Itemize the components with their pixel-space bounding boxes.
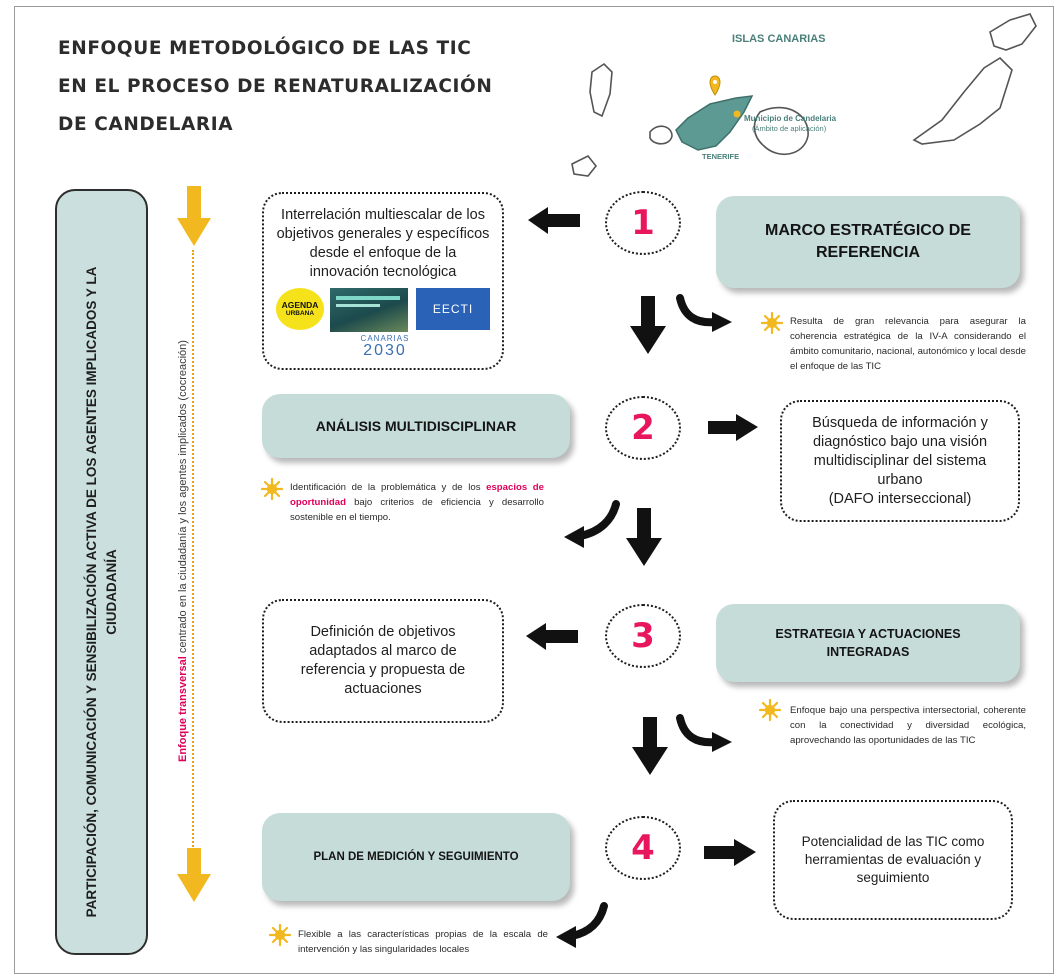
- step-3-circle: 3: [605, 604, 681, 668]
- analisis-multidisciplinar-box: ANÁLISIS MULTIDISCIPLINAR: [262, 394, 570, 458]
- sun-icon-1: [760, 311, 784, 335]
- step-2-circle: 2: [605, 396, 681, 460]
- curved-arrow-4-head: [556, 926, 576, 948]
- island-lanzarote: [989, 13, 1037, 51]
- curved-arrow-1-head: [712, 312, 732, 332]
- sun-icon-4: [268, 923, 292, 947]
- note-analisis-a: Identificación de la problemática y de l…: [290, 482, 487, 493]
- estrategia-actuaciones-box: ESTRATEGIA Y ACTUACIONES INTEGRADAS: [716, 604, 1020, 682]
- title-line-1: ENFOQUE METODOLÓGICO DE LAS TIC: [58, 38, 472, 59]
- note-analisis: Identificación de la problemática y de l…: [290, 480, 544, 525]
- curved-arrow-1-icon: [676, 294, 720, 327]
- curved-arrow-2-head: [564, 526, 584, 548]
- map-island-label: TENERIFE: [702, 152, 740, 161]
- canarias-2030-logo: 2030: [363, 342, 407, 359]
- canarias-landscape-logo: [330, 288, 408, 332]
- participation-panel: [55, 189, 148, 955]
- island-la-palma: [589, 62, 613, 118]
- island-gran-canaria: [753, 106, 809, 155]
- arrow-right-step4-icon: [704, 839, 756, 866]
- island-fuerteventura: [912, 56, 1013, 145]
- busqueda-box: Búsqueda de información y diagnóstico ba…: [780, 400, 1020, 522]
- map-scope-label: (Ámbito de aplicación): [752, 124, 827, 133]
- interrelacion-box: Interrelación multiescalar de los objeti…: [262, 192, 504, 370]
- marco-estrategico-box: MARCO ESTRATÉGICO DE REFERENCIA: [716, 196, 1020, 288]
- potencialidad-box: Potencialidad de las TIC como herramient…: [773, 800, 1013, 920]
- curved-arrow-3-icon: [676, 714, 720, 747]
- arrow-down-2-icon: [626, 508, 662, 566]
- plan-medicion-box: PLAN DE MEDICIÓN Y SEGUIMIENTO: [262, 813, 570, 901]
- eecti-logo-text: EECTI: [432, 302, 474, 316]
- eecti-logo: EECTI: [416, 288, 490, 330]
- yellow-arrow-down-top-icon: [177, 186, 211, 246]
- map-region-label: ISLAS CANARIAS: [732, 33, 826, 45]
- curved-arrow-4-icon: [568, 902, 608, 940]
- map-municipality-label: Municipio de Candelaria: [744, 114, 837, 123]
- note-analisis-b: bajo criterios de eficiencia y desarroll…: [290, 497, 544, 523]
- island-tenerife: [675, 95, 754, 151]
- title-line-2: EN EL PROCESO DE RENATURALIZACIÓN: [58, 76, 493, 97]
- sun-icon-3: [758, 698, 782, 722]
- title-line-3: DE CANDELARIA: [58, 114, 234, 135]
- agenda-logo-word-1: AGENDA: [281, 299, 319, 310]
- definicion-box: Definición de objetivos adaptados al mar…: [262, 599, 504, 723]
- candelaria-marker: [733, 110, 741, 118]
- curved-arrow-3-head: [712, 732, 732, 752]
- agenda-urbana-logo: AGENDA URBANA: [276, 288, 324, 330]
- arrow-right-step2-icon: [708, 414, 758, 441]
- step-1-circle: 1: [605, 191, 681, 255]
- transversal-dotted-line: [192, 250, 194, 850]
- island-la-gomera: [649, 125, 673, 145]
- arrow-left-step1-icon: [528, 207, 580, 234]
- note-estrategia: Enfoque bajo una perspectiva intersector…: [790, 705, 1026, 746]
- curved-arrow-2-icon: [576, 500, 620, 540]
- arrow-down-1-icon: [630, 296, 666, 354]
- location-pin-icon: [709, 75, 721, 96]
- agenda-logo-word-2: URBANA: [285, 309, 315, 317]
- sun-icon-2: [260, 477, 284, 501]
- canarias-logo-word: CANARIAS: [360, 334, 410, 343]
- note-plan: Flexible a las características propias d…: [298, 929, 548, 955]
- yellow-arrow-down-bottom-icon: [177, 848, 211, 902]
- landscape-band: [336, 296, 400, 300]
- step-4-circle: 4: [605, 816, 681, 880]
- arrow-left-step3-icon: [526, 623, 578, 650]
- note-analisis-highlight: espacios de oportunidad: [290, 482, 545, 508]
- busqueda-dafo-text: (DAFO interseccional): [828, 490, 972, 507]
- landscape-band-2: [336, 304, 380, 307]
- island-el-hierro: [571, 154, 598, 177]
- note-marco: Resulta de gran relevancia para asegurar…: [790, 316, 1026, 372]
- arrow-down-3-icon: [632, 717, 668, 775]
- interrelacion-text: Interrelación multiescalar de los objeti…: [276, 207, 490, 280]
- busqueda-text: Búsqueda de información y diagnóstico ba…: [812, 414, 988, 488]
